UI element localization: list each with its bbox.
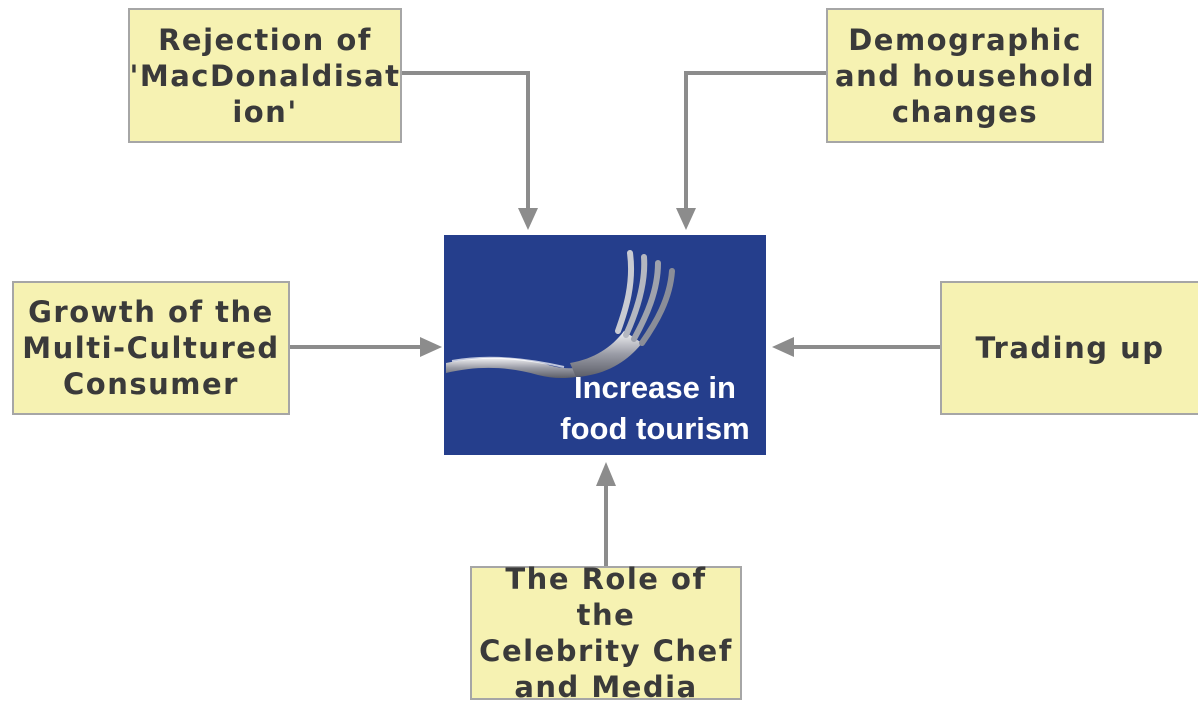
factor-trading-up: Trading up [940,281,1198,415]
arrowhead-growth [420,337,442,357]
central-node-food-tourism: Increase in food tourism [444,235,766,455]
factor-growth-multi-cultured-consumer: Growth of the Multi-Cultured Consumer [12,281,290,415]
factor-rejection-of-macdonaldisation: Rejection of 'MacDonaldisat ion' [128,8,402,143]
arrowhead-celebrity [596,462,616,486]
central-node-label: Increase in food tourism [560,370,750,446]
arrow-rejection-to-centre [402,71,530,210]
arrowhead-trading [772,337,794,357]
fork-icon [446,250,675,379]
arrow-demographic-to-centre [684,71,826,210]
arrowhead-rejection [518,208,538,230]
arrowhead-demographic [676,208,696,230]
factor-demographic-household-changes: Demographic and household changes [826,8,1104,143]
factor-celebrity-chef-and-media: The Role of the Celebrity Chef and Media [470,562,742,704]
